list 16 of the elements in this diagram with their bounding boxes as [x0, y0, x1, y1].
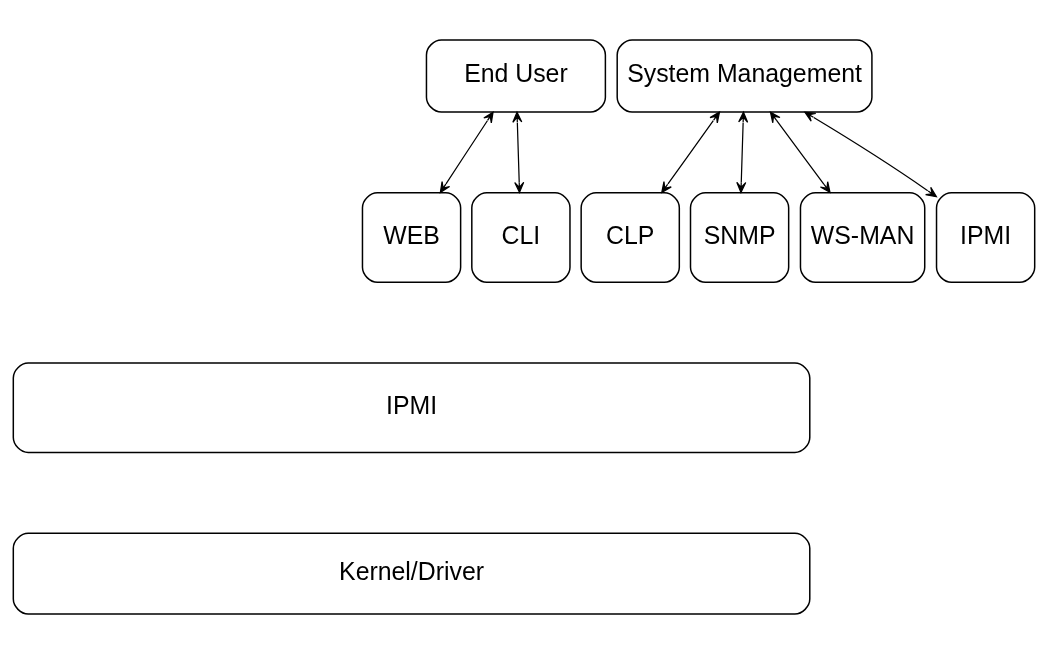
- arrow: [736, 111, 749, 193]
- node-box: CLP: [580, 191, 681, 283]
- arrow: [769, 111, 831, 193]
- node-box: End User: [425, 38, 607, 113]
- arrow: [439, 111, 494, 193]
- node-box: CLI: [471, 191, 571, 283]
- node-box: IPMI: [935, 191, 1036, 283]
- node-box: Kernel/Driver: [12, 532, 811, 615]
- arrow: [804, 111, 937, 197]
- node-box: WS-MAN: [799, 191, 926, 283]
- arrow: [512, 111, 525, 193]
- node-box: WEB: [361, 191, 462, 283]
- arrow: [661, 111, 721, 193]
- node-box: SNMP: [689, 191, 790, 283]
- node-box: IPMI: [12, 361, 811, 453]
- node-box: System Management: [616, 38, 873, 113]
